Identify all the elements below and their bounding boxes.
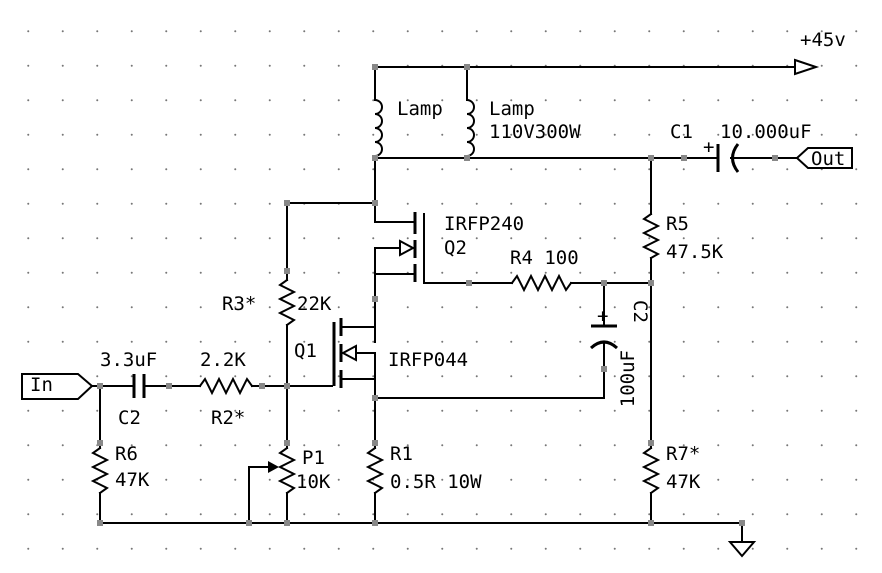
c2-value: 3.3uF xyxy=(100,349,157,371)
r2-value: 2.2K xyxy=(200,349,246,371)
lamp1-label: Lamp xyxy=(397,98,443,120)
r7-value: 47K xyxy=(666,471,701,493)
resistor-r5 xyxy=(641,157,661,449)
lamp-2 xyxy=(465,66,475,159)
junction-dots xyxy=(97,64,778,526)
q2-name: Q2 xyxy=(444,237,467,259)
supply-rail xyxy=(374,58,820,76)
r5-value: 47.5K xyxy=(666,241,724,263)
in-port-label: In xyxy=(30,374,53,396)
c2-name: C2 xyxy=(118,407,141,429)
lamp2-rating: 110V300W xyxy=(489,121,581,143)
c1-plus-mark: + xyxy=(703,136,714,158)
r6-value: 47K xyxy=(115,469,150,491)
r1-value: 0.5R 10W xyxy=(390,471,482,493)
r1-name: R1 xyxy=(390,443,413,465)
r2-name: R2* xyxy=(211,407,245,429)
r7-name: R7* xyxy=(666,443,700,465)
in-port xyxy=(21,373,94,400)
potentiometer-p1 xyxy=(248,446,297,524)
lamp-1 xyxy=(373,66,383,223)
output-line xyxy=(374,143,853,173)
c2-plus-mark: + xyxy=(597,305,608,327)
transistor-q1 xyxy=(261,318,376,449)
lamp2-label: Lamp xyxy=(489,98,535,120)
q1-name: Q1 xyxy=(294,340,317,362)
out-port xyxy=(795,147,853,169)
p1-value: 10K xyxy=(296,471,331,493)
r6-name: R6 xyxy=(115,443,138,465)
out-port-label: Out xyxy=(811,148,845,170)
resistor-r3 xyxy=(277,202,297,449)
c2b-value: 100uF xyxy=(617,350,639,407)
q2-part: IRFP240 xyxy=(444,213,524,235)
q1-part: IRFP044 xyxy=(388,349,468,371)
r3-name: R3* xyxy=(222,293,256,315)
r4-label: R4 100 xyxy=(510,247,579,269)
r5-name: R5 xyxy=(666,213,689,235)
c1-value: 10.000uF xyxy=(720,121,812,143)
ground-rail xyxy=(99,522,757,558)
c1-name: C1 xyxy=(670,121,693,143)
capacitor-c2-100uf xyxy=(374,282,619,399)
c2b-name: C2 xyxy=(629,300,651,323)
resistor-r4 xyxy=(510,273,652,293)
resistor-r1 xyxy=(365,446,385,524)
ground-icon xyxy=(727,541,757,558)
resistor-r7 xyxy=(641,446,661,524)
p1-name: P1 xyxy=(302,447,325,469)
r3-value: 22K xyxy=(297,293,332,315)
input-network xyxy=(21,373,288,400)
supply-label: +45v xyxy=(800,29,846,51)
resistor-r6 xyxy=(90,385,110,524)
